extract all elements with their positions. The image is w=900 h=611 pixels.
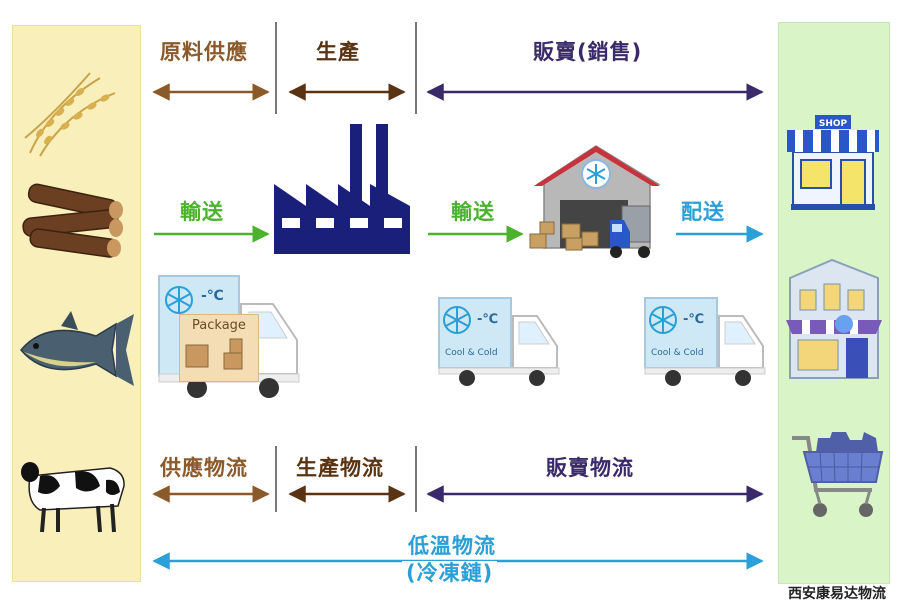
- sales-header: 販賣(銷售): [533, 40, 643, 64]
- transport-label-2: 輸送: [451, 200, 495, 224]
- refrigerated-truck-icon: [438, 297, 560, 386]
- truck-3-temp-label: -℃: [683, 312, 705, 327]
- store-building-icon: [786, 258, 882, 379]
- shopping-cart-icon: [792, 432, 884, 517]
- production-logistics-label: 生產物流: [296, 456, 384, 480]
- parcel-boxes-icon: [185, 338, 243, 370]
- truck-1-temp-label: -℃: [201, 288, 224, 304]
- sales-logistics-label: 販賣物流: [546, 456, 634, 480]
- divider-supply-production-bottom: [275, 446, 277, 512]
- cold-chain-label: 低溫物流: [404, 534, 500, 558]
- divider-production-sales-bottom: [415, 446, 417, 512]
- refrigerated-truck-with-package: -℃ Package: [157, 274, 307, 402]
- truck-2-temp-label: -℃: [477, 312, 499, 327]
- transport-label-1: 輸送: [180, 200, 224, 224]
- package-box: Package: [179, 314, 259, 382]
- rice-icon: [24, 72, 116, 157]
- divider-production-sales-top: [415, 22, 417, 114]
- shop-icon: SHOP: [787, 115, 879, 210]
- refrigerated-truck-3: -℃ Cool & Cold: [643, 296, 771, 388]
- refrigerated-truck-2: -℃ Cool & Cold: [437, 296, 565, 388]
- package-label: Package: [192, 318, 246, 333]
- tuna-fish-icon: [20, 311, 134, 386]
- cold-chain-sublabel: (冷凍鏈): [402, 561, 498, 585]
- dairy-cow-icon: [21, 462, 125, 533]
- divider-supply-production-top: [275, 22, 277, 114]
- refrigerated-truck-icon: [644, 297, 766, 386]
- wood-logs-icon: [22, 183, 123, 258]
- supply-logistics-label: 供應物流: [160, 456, 248, 480]
- production-header: 生產: [316, 40, 360, 64]
- truck-2-cool-label: Cool & Cold: [445, 348, 498, 358]
- factory-icon: [274, 124, 410, 254]
- shop-sign-text: SHOP: [819, 119, 848, 129]
- truck-3-cool-label: Cool & Cold: [651, 348, 704, 358]
- watermark: 西安康易达物流: [788, 586, 886, 602]
- delivery-label: 配送: [681, 200, 725, 224]
- warehouse-icon: [529, 145, 661, 258]
- supply-header: 原料供應: [160, 40, 248, 64]
